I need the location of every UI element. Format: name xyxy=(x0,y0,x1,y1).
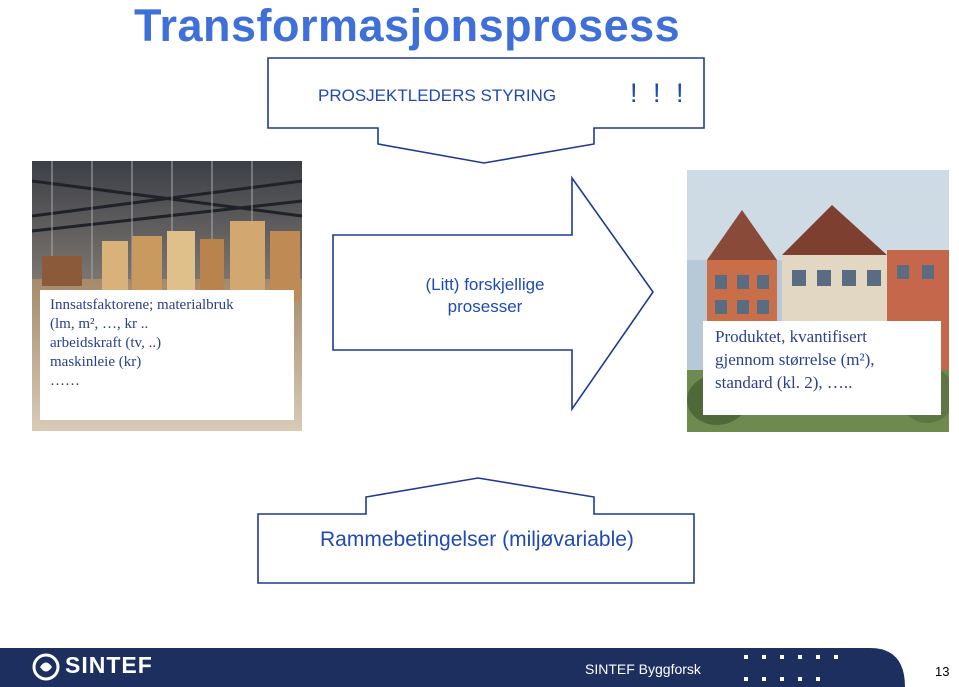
page-number: 13 xyxy=(935,664,950,679)
product-line: Produktet, kvantifisert xyxy=(715,327,868,346)
project-leader-exclamation: ! ! ! xyxy=(630,78,688,108)
product-line: standard (kl. 2), ….. xyxy=(715,373,853,392)
input-factor-line: Innsatsfaktorene; materialbruk xyxy=(50,297,234,313)
process-arrow xyxy=(332,175,654,412)
input-factor-line: arbeidskraft (tv, ..) xyxy=(50,335,162,351)
footer-bar xyxy=(0,648,905,687)
page-title: Transformasjonsprosess xyxy=(134,0,681,51)
input-factor-line: (lm, m², …, kr .. xyxy=(50,316,149,332)
product-box: Produktet, kvantifisert gjennom størrels… xyxy=(703,321,941,415)
frame-conditions-callout xyxy=(257,477,695,584)
sintef-logo-icon xyxy=(32,653,60,681)
input-factor-line: maskinleie (kr) xyxy=(50,354,142,370)
footer-dots xyxy=(744,655,838,681)
product-line: gjennom størrelse (m²), xyxy=(715,350,875,369)
input-factor-line: …… xyxy=(50,373,80,389)
project-leader-callout xyxy=(267,57,705,164)
process-line: (Litt) forskjellige xyxy=(425,275,545,294)
sintef-logo-text: SINTEF xyxy=(65,652,153,678)
process-arrow-label: (Litt) forskjellige prosesser xyxy=(400,274,570,318)
frame-conditions-label: Rammebetingelser (miljøvariable) xyxy=(320,528,634,551)
input-factors-box: Innsatsfaktorene; materialbruk (lm, m², … xyxy=(40,290,294,420)
footer-organization: SINTEF Byggforsk xyxy=(585,661,701,677)
project-leader-label: PROSJEKTLEDERS STYRING xyxy=(318,86,557,105)
process-line: prosesser xyxy=(447,297,523,316)
